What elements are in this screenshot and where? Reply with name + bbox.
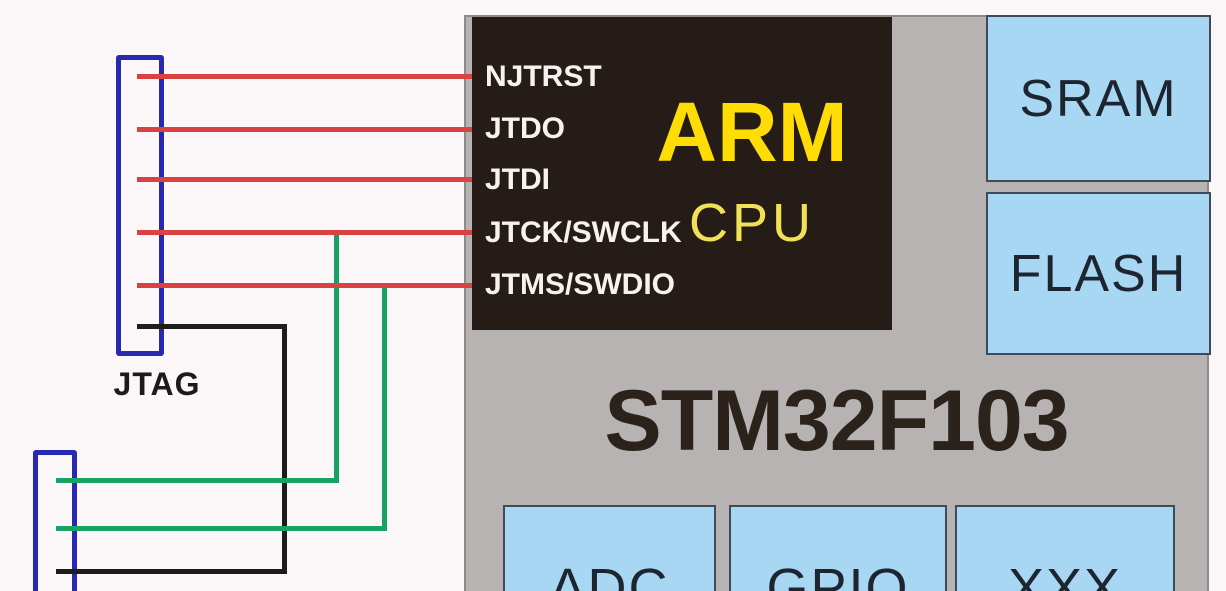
jtdi-wire (137, 177, 474, 182)
cpu-box (472, 17, 892, 330)
cpu-brand-label: ARM (656, 85, 848, 179)
swdio-wire-segment-v (382, 285, 387, 531)
njtrst-wire (137, 74, 474, 79)
gnd-wire-segment-v (282, 324, 287, 574)
xxx-label: XXX (1007, 558, 1123, 591)
gpio-label: GPIO (766, 558, 910, 591)
sram-label: SRAM (1019, 69, 1178, 128)
jtms-wire (137, 283, 474, 288)
jtag-label: JTAG (113, 366, 201, 402)
jtag-connector (116, 55, 164, 356)
signal-label-jtck: JTCK/SWCLK (485, 216, 682, 249)
flash-label: FLASH (1009, 244, 1188, 303)
adc-label: ADC (549, 558, 670, 591)
sram-block: SRAM (986, 15, 1211, 182)
jtck-wire (137, 230, 474, 235)
gpio-block: GPIO (729, 505, 947, 591)
soc-title: STM32F103 (604, 373, 1069, 469)
signal-label-jtms: JTMS/SWDIO (485, 268, 676, 301)
swdio-wire-segment-h (56, 526, 387, 531)
jtdo-wire (137, 127, 474, 132)
signal-label-jtdo: JTDO (485, 112, 566, 145)
signal-label-njtrst: NJTRST (485, 60, 602, 93)
cpu-type-label: CPU (688, 193, 815, 253)
swclk-wire-segment-v (334, 232, 339, 483)
adc-block: ADC (503, 505, 716, 591)
jtag-connector-2 (33, 450, 77, 591)
xxx-block: XXX (955, 505, 1175, 591)
gnd-wire-segment-h1 (137, 324, 287, 329)
flash-block: FLASH (986, 192, 1211, 355)
signal-label-jtdi: JTDI (485, 163, 551, 196)
gnd-wire-segment-h2 (56, 569, 287, 574)
swclk-wire-segment-h (56, 478, 339, 483)
